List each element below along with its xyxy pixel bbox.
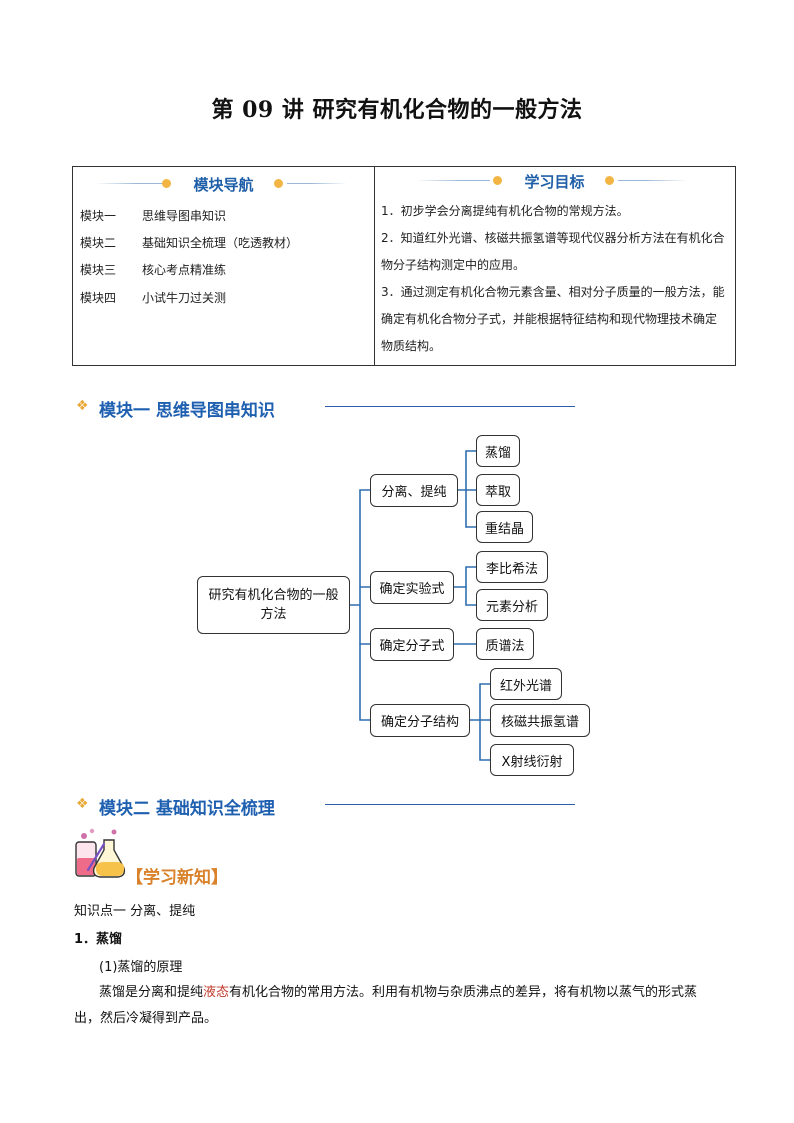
- module-label: 基础知识全梳理（吃透教材）: [142, 236, 299, 250]
- paragraph-text: 蒸馏是分离和提纯: [99, 985, 204, 1000]
- mindmap-leaf-node: 重结晶: [476, 511, 533, 543]
- mindmap-branch-node: 确定分子结构: [370, 704, 470, 737]
- subsection-title: 蒸馏: [96, 932, 123, 947]
- mindmap-leaf-node: 质谱法: [476, 628, 534, 660]
- heading-rule-left: [95, 183, 165, 184]
- chemistry-flask-icon: [75, 828, 126, 878]
- mindmap-root-node: 研究有机化合物的一般方法: [197, 576, 350, 634]
- page-title: 第 09 讲 研究有机化合物的一般方法: [211, 97, 583, 123]
- heading-rule-right: [618, 180, 688, 181]
- mindmap-leaf-node: 萃取: [476, 474, 520, 506]
- knowledge-point-title: 知识点一 分离、提纯: [74, 904, 196, 919]
- heading-rule-right: [287, 183, 347, 184]
- subsection-subheading: (1)蒸馏的原理: [99, 960, 183, 975]
- body-paragraph: 蒸馏是分离和提纯液态有机化合物的常用方法。利用有机物与杂质沸点的差异，将有机物以…: [74, 980, 722, 1032]
- module-item: 模块二 基础知识全梳理（吃透教材）: [80, 234, 298, 251]
- highlighted-term: 液态: [203, 985, 230, 1000]
- mindmap-leaf-node: 核磁共振氢谱: [490, 704, 590, 737]
- module-label: 小试牛刀过关测: [142, 291, 227, 305]
- section-heading: 模块一 思维导图串知识: [99, 401, 275, 421]
- module-key: 模块四: [80, 291, 117, 305]
- table-divider: [374, 166, 375, 366]
- module-item: 模块三 核心考点精准练: [80, 261, 226, 278]
- subsection-heading: 1．蒸馏: [74, 928, 122, 947]
- heading-dot-icon: [605, 176, 614, 185]
- diamond-bullet-icon: ❖: [76, 398, 89, 414]
- mindmap-leaf-node: 元素分析: [476, 589, 548, 621]
- module-label: 思维导图串知识: [142, 209, 227, 223]
- mindmap-leaf-node: X射线衍射: [490, 744, 574, 776]
- mindmap-branch-node: 确定分子式: [370, 628, 454, 661]
- module-nav-heading: 模块导航: [193, 176, 254, 194]
- module-key: 模块二: [80, 236, 117, 250]
- mindmap-leaf-node: 红外光谱: [490, 668, 562, 700]
- mindmap-leaf-node: 蒸馏: [476, 435, 520, 467]
- module-label: 核心考点精准练: [142, 263, 227, 277]
- learning-objective: 3．通过测定有机化合物元素含量、相对分子质量的一般方法，能确定有机化合物分子式，…: [381, 285, 725, 353]
- module-nav-table: [72, 166, 736, 366]
- mindmap-branch-node: 分离、提纯: [370, 474, 458, 507]
- mindmap-leaf-node: 李比希法: [476, 551, 548, 583]
- section-rule: [325, 406, 575, 407]
- learning-goals-heading: 学习目标: [524, 173, 585, 191]
- diamond-bullet-icon: ❖: [76, 796, 89, 812]
- section-rule: [325, 804, 575, 805]
- module-key: 模块一: [80, 209, 117, 223]
- heading-dot-icon: [162, 179, 171, 188]
- heading-dot-icon: [493, 176, 502, 185]
- heading-rule-left: [415, 180, 490, 181]
- learning-objective: 2．知道红外光谱、核磁共振氢谱等现代仪器分析方法在有机化合物分子结构测定中的应用…: [381, 231, 725, 272]
- learn-new-label: 【学习新知】: [126, 868, 228, 888]
- module-item: 模块四 小试牛刀过关测: [80, 289, 226, 306]
- mindmap-branch-node: 确定实验式: [370, 571, 454, 604]
- learning-objective: 1．初步学会分离提纯有机化合物的常规方法。: [381, 204, 629, 218]
- heading-dot-icon: [274, 179, 283, 188]
- module-key: 模块三: [80, 263, 117, 277]
- module-item: 模块一 思维导图串知识: [80, 207, 226, 224]
- paragraph-text: 有机化合物的常用方法。利用有机物与杂质沸点的差异，将有机物以蒸气的形式蒸出，然后…: [74, 985, 698, 1026]
- section-heading: 模块二 基础知识全梳理: [99, 799, 275, 819]
- subsection-number: 1．: [74, 932, 97, 947]
